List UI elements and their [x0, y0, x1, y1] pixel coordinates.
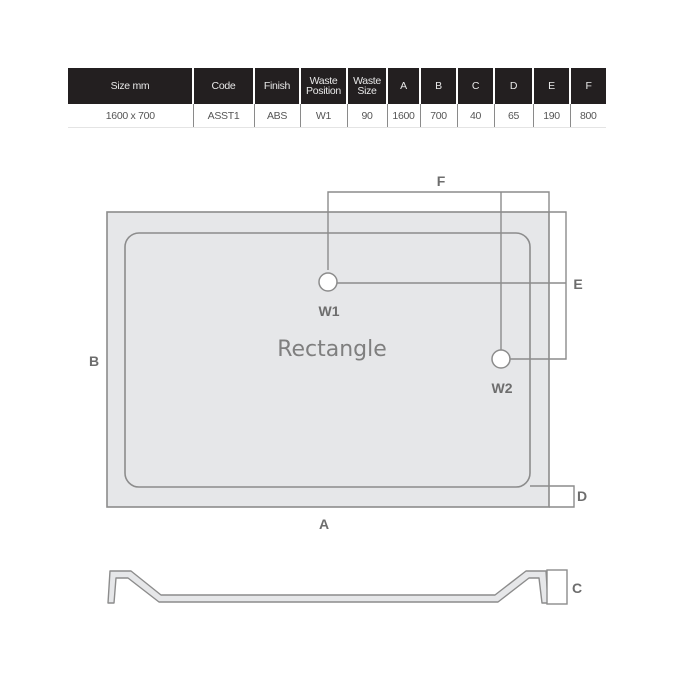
- header-a: A: [386, 68, 420, 104]
- header-line: Waste: [309, 75, 338, 87]
- header-b: B: [419, 68, 457, 104]
- cell-d: 65: [493, 104, 533, 128]
- dimension-f-line: [327, 191, 550, 270]
- cell-c: 40: [456, 104, 494, 128]
- header-line: Position: [306, 85, 341, 97]
- waste-w2-label: W2: [492, 380, 513, 396]
- header-size: Size mm: [68, 68, 193, 104]
- cell-f: 800: [569, 104, 606, 128]
- dimension-c-box: [546, 569, 568, 605]
- header-finish: Finish: [253, 68, 300, 104]
- dimension-a-label: A: [319, 516, 329, 532]
- dimension-d-label: D: [577, 488, 587, 504]
- cell-finish: ABS: [253, 104, 300, 128]
- dimension-f-label: F: [437, 173, 446, 189]
- cell-waste-size: 90: [346, 104, 387, 128]
- table-row: 1600 x 700 ASST1 ABS W1 90 1600 700 40 6…: [68, 104, 606, 128]
- waste-w1-icon: [318, 272, 338, 292]
- header-c: C: [456, 68, 494, 104]
- dimension-b-label: B: [89, 353, 99, 369]
- header-line: Size: [357, 85, 377, 97]
- cell-b: 700: [419, 104, 457, 128]
- header-code: Code: [192, 68, 254, 104]
- header-line: Waste: [353, 75, 381, 87]
- waste-w2-icon: [491, 349, 511, 369]
- dimension-c-label: C: [572, 580, 582, 596]
- cell-a: 1600: [386, 104, 420, 128]
- dimension-d-box: [530, 485, 575, 508]
- dimension-e-line: [507, 211, 567, 360]
- header-f: F: [569, 68, 606, 104]
- cell-code: ASST1: [192, 104, 254, 128]
- header-d: D: [493, 68, 533, 104]
- tray-side-profile: [107, 570, 549, 604]
- shape-name-label: Rectangle: [277, 337, 387, 362]
- dimension-e-label: E: [573, 276, 582, 292]
- cell-e: 190: [532, 104, 570, 128]
- cell-waste-position: W1: [299, 104, 347, 128]
- cell-size: 1600 x 700: [68, 104, 193, 128]
- header-e: E: [532, 68, 570, 104]
- waste-w1-label: W1: [319, 303, 340, 319]
